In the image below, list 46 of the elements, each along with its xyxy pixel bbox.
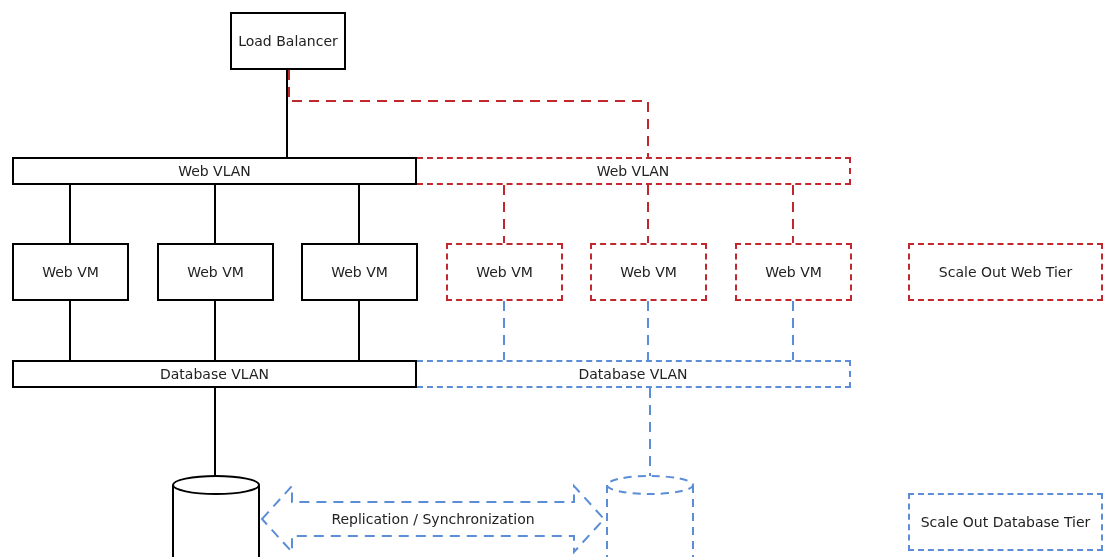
connector-line bbox=[649, 387, 651, 477]
tier-box bbox=[908, 243, 1103, 301]
connector-line bbox=[288, 69, 649, 158]
node-label: Web VM bbox=[475, 262, 534, 282]
connector-line bbox=[286, 69, 288, 158]
node-label: Web VM bbox=[41, 262, 100, 282]
connector-line bbox=[792, 300, 794, 361]
network-segment-bar bbox=[417, 157, 851, 185]
connector-line bbox=[792, 184, 794, 244]
connector-line bbox=[503, 300, 505, 361]
edge-label: Replication / Synchronization bbox=[329, 511, 537, 527]
server-box bbox=[301, 243, 418, 301]
connector-line bbox=[69, 300, 71, 361]
server-box bbox=[157, 243, 274, 301]
connector-line bbox=[647, 184, 649, 244]
double-block-arrow bbox=[260, 483, 606, 555]
node-label: Web VM bbox=[619, 262, 678, 282]
node-label: Database VLAN bbox=[577, 364, 689, 384]
node-label: Web VM bbox=[764, 262, 823, 282]
server-box bbox=[590, 243, 707, 301]
node-label: Web VM bbox=[330, 262, 389, 282]
node-label: Web VLAN bbox=[177, 161, 252, 181]
tier-box bbox=[908, 493, 1103, 551]
connector-line bbox=[69, 184, 71, 244]
network-segment-bar bbox=[12, 157, 417, 185]
database-cylinder bbox=[172, 475, 260, 557]
node-label: Load Balancer bbox=[237, 31, 339, 51]
network-segment-bar bbox=[417, 360, 851, 388]
connector-line bbox=[214, 184, 216, 244]
connector-line bbox=[647, 300, 649, 361]
connector-line bbox=[358, 300, 360, 361]
server-box bbox=[735, 243, 852, 301]
node-label: Scale Out Web Tier bbox=[937, 262, 1074, 282]
node-label: Scale Out Database Tier bbox=[919, 512, 1092, 532]
database-cylinder bbox=[606, 475, 694, 557]
server-box bbox=[446, 243, 563, 301]
node-label: Web VLAN bbox=[595, 161, 671, 181]
load-balancer-box bbox=[230, 12, 346, 70]
connector-line bbox=[503, 184, 505, 244]
connector-line bbox=[358, 184, 360, 244]
network-segment-bar bbox=[12, 360, 417, 388]
connector-line bbox=[214, 387, 216, 477]
connector-line bbox=[214, 300, 216, 361]
node-label: Database VLAN bbox=[159, 364, 270, 384]
server-box bbox=[12, 243, 129, 301]
node-label: Web VM bbox=[186, 262, 245, 282]
